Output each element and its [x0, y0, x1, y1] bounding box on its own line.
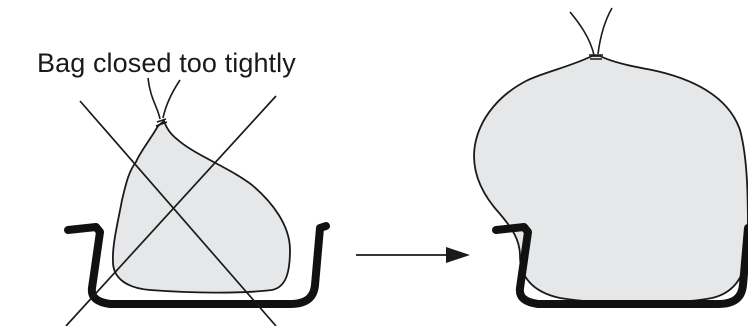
- left-bag: [112, 77, 291, 294]
- right-bag-body: [473, 55, 748, 305]
- left-bag-string: [162, 79, 181, 119]
- left-container: [64, 222, 330, 308]
- diagram-caption: Bag closed too tightly: [37, 48, 296, 78]
- right-bag-string: [569, 11, 595, 56]
- right-container: [492, 223, 748, 308]
- right-bag: [473, 7, 748, 305]
- x-mark-icon: [65, 95, 277, 326]
- left-bag-body: [112, 119, 291, 294]
- right-arrow-icon: [356, 247, 470, 263]
- right-bag-tie: [589, 54, 603, 60]
- right-bag-string: [597, 7, 613, 55]
- left-bag-string: [147, 77, 161, 120]
- left-bag-tie: [155, 118, 168, 127]
